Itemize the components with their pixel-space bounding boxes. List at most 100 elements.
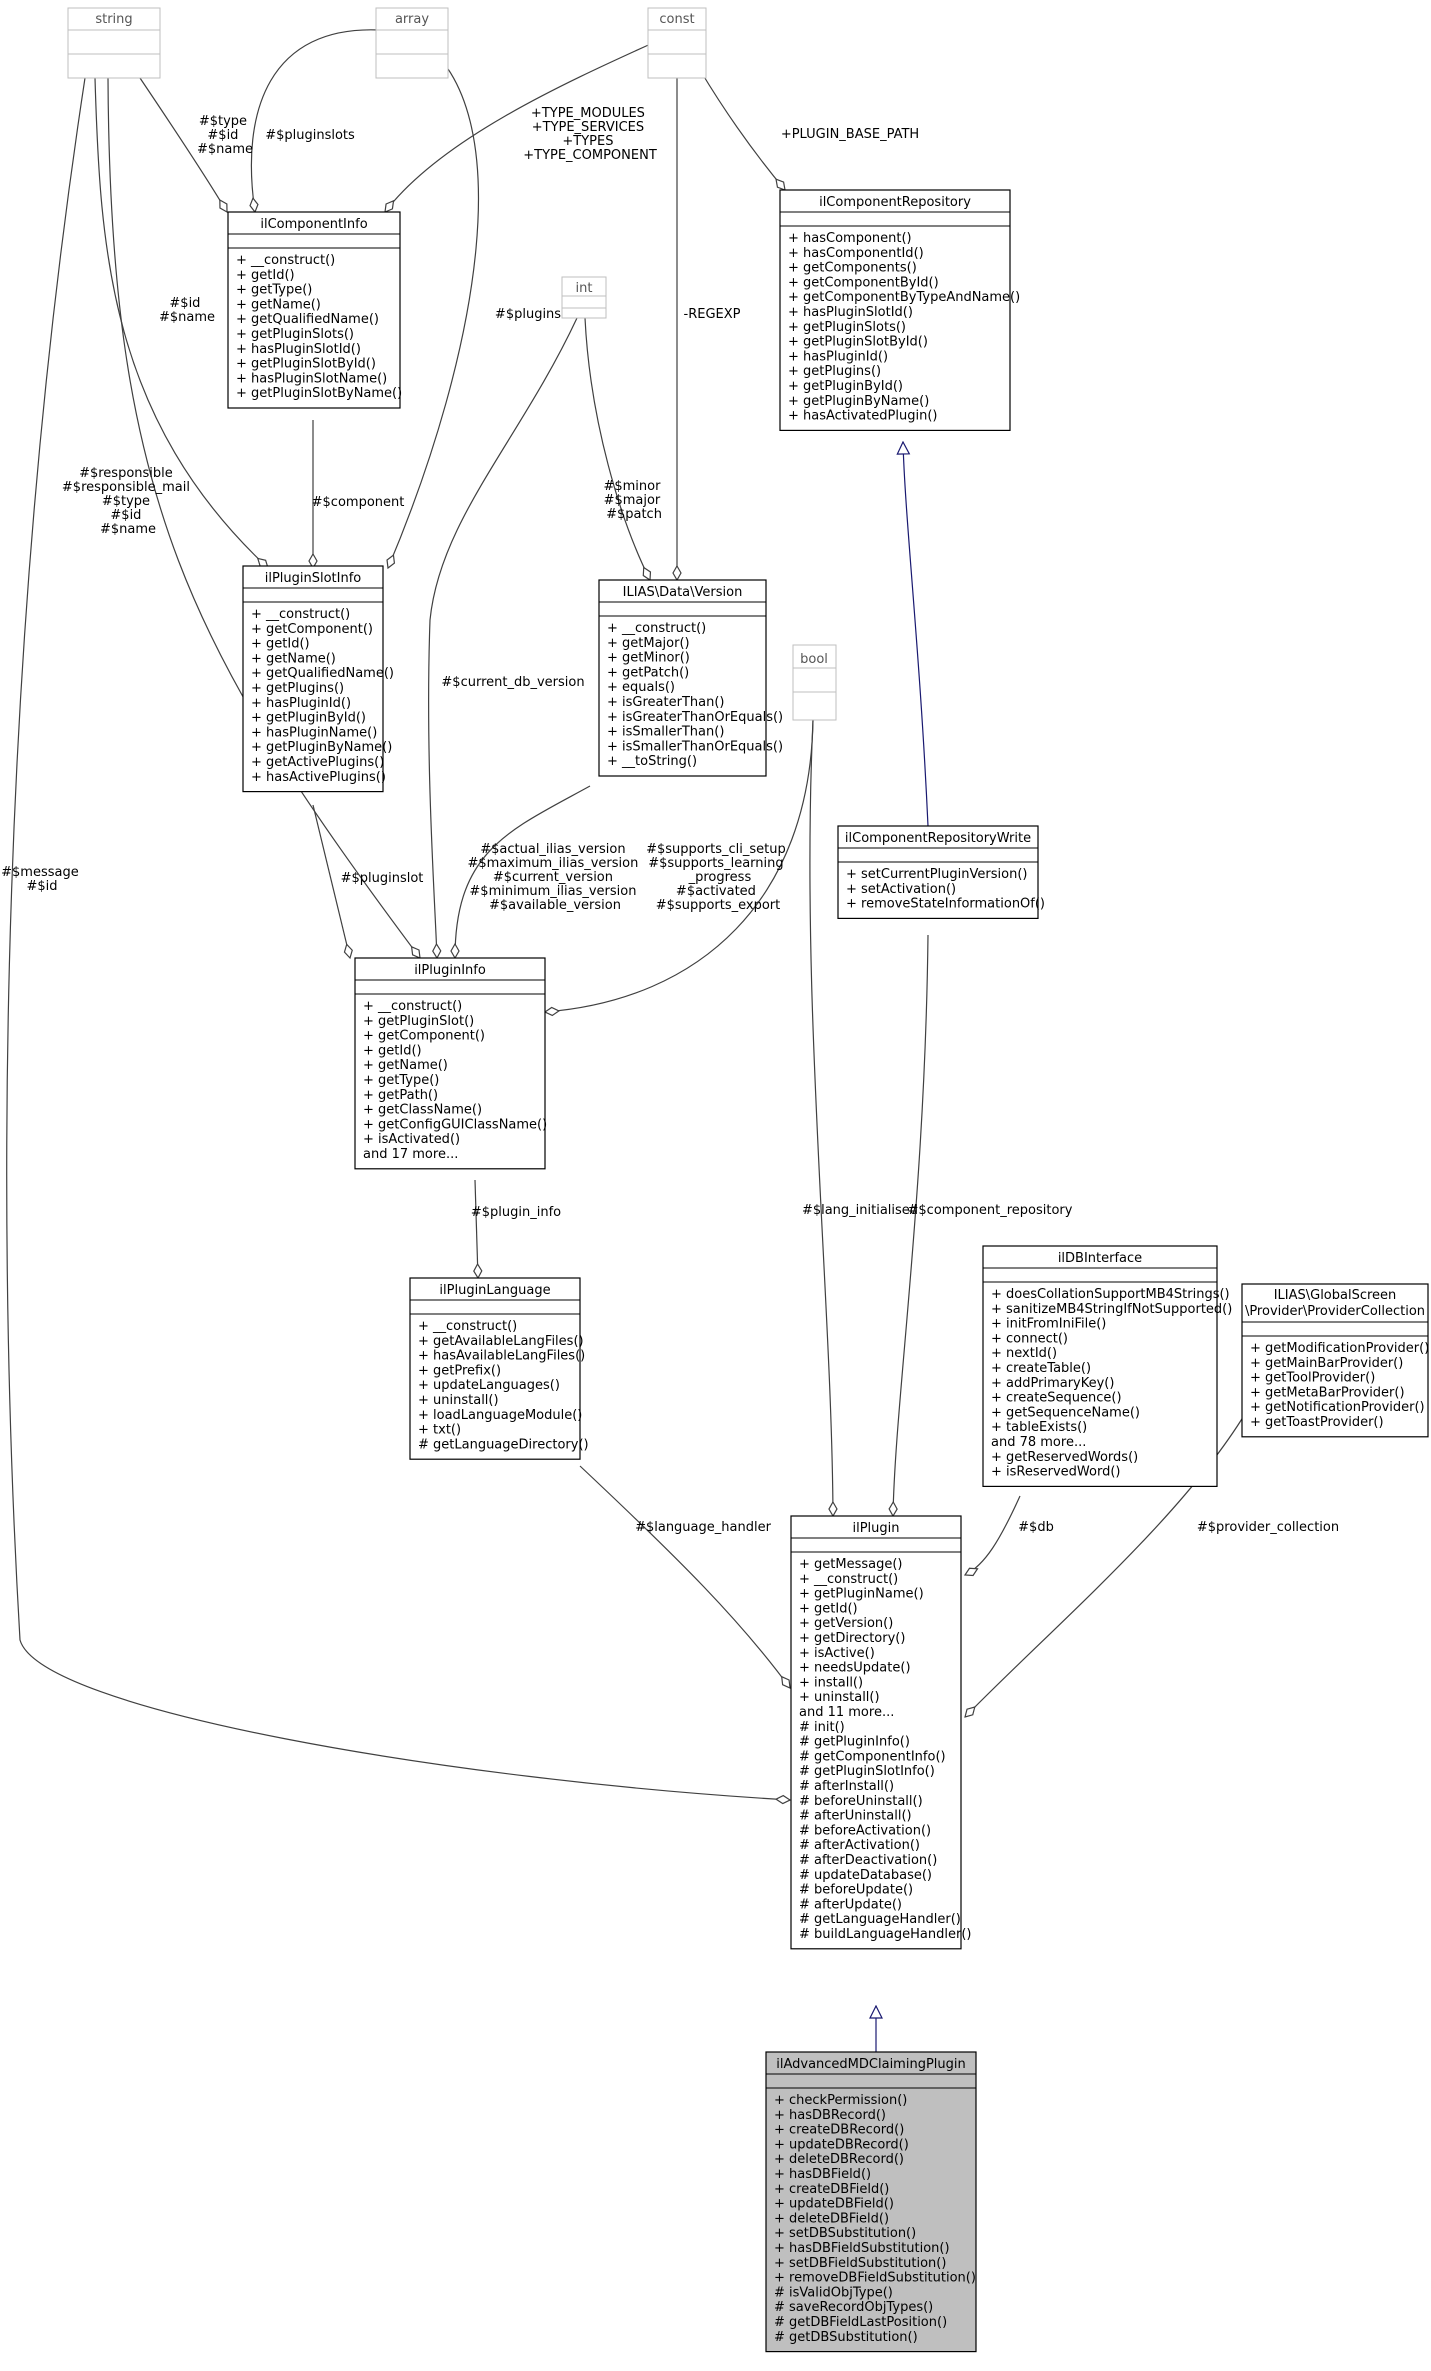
class-method: # getDBSubstitution() <box>774 2330 918 2345</box>
class-method: + getType() <box>363 1073 439 1088</box>
class-title: ILIAS\Data\Version <box>623 585 743 600</box>
class-ilComponentRepository: ilComponentRepository+ hasComponent()+ h… <box>779 189 1020 431</box>
class-method: + removeStateInformationOf() <box>846 897 1045 912</box>
class-method: + __construct() <box>363 999 462 1014</box>
class-title: ilComponentInfo <box>260 217 367 232</box>
class-title: ilPlugin <box>852 1521 899 1536</box>
class-method: + getComponent() <box>363 1029 485 1044</box>
class-method: + getType() <box>236 283 312 298</box>
class-method: + getComponentByTypeAndName() <box>788 290 1020 305</box>
class-title: ilPluginSlotInfo <box>265 571 362 586</box>
class-method: + getPatch() <box>607 665 689 680</box>
class-title: ILIAS\GlobalScreen <box>1274 1288 1397 1303</box>
class-method: + __toString() <box>607 754 697 769</box>
class-method: + getId() <box>363 1043 422 1058</box>
class-method: # updateDatabase() <box>799 1868 932 1883</box>
class-method: # getLanguageHandler() <box>799 1912 961 1927</box>
class-method: + getComponent() <box>251 622 373 637</box>
class-method: + updateDBField() <box>774 2197 894 2212</box>
class-method: + __construct() <box>799 1572 898 1587</box>
class-method: + hasDBFieldSubstitution() <box>774 2241 950 2256</box>
class-method: and 17 more... <box>363 1147 458 1162</box>
class-method: + getMessage() <box>799 1557 903 1572</box>
label-string-slotinfo: #$id #$name <box>159 296 215 325</box>
class-method: + getMetaBarProvider() <box>1250 1385 1405 1400</box>
label-int-plugininfo-plugins: #$plugins <box>495 307 561 322</box>
class-method: + hasPluginSlotId() <box>788 305 913 320</box>
class-method: + getMainBarProvider() <box>1250 1356 1403 1371</box>
class-method: + getQualifiedName() <box>251 666 394 681</box>
label-componentinfo-slotinfo: #$component <box>312 495 405 510</box>
class-method: + getPluginSlots() <box>236 327 354 342</box>
class-method: # buildLanguageHandler() <box>799 1927 971 1942</box>
class-method: + getMajor() <box>607 636 690 651</box>
class-ilPluginInfo: ilPluginInfo + __construct()+ getPluginSl… <box>354 957 547 1170</box>
class-method: + initFromIniFile() <box>991 1317 1106 1332</box>
edge-const-componentinfo <box>385 41 656 212</box>
class-method: + isGreaterThan() <box>607 695 724 710</box>
class-method: + getClassName() <box>363 1103 482 1118</box>
class-method: + isGreaterThanOrEquals() <box>607 710 783 725</box>
label-slotinfo-plugininfo: #$pluginslot <box>341 871 424 886</box>
class-ilDBInterface: ilDBInterface+ doesCollationSupportMB4St… <box>982 1245 1232 1487</box>
class-method: + hasDBRecord() <box>774 2108 886 2123</box>
class-method: + addPrimaryKey() <box>991 1376 1114 1391</box>
class-method: + getId() <box>236 268 295 283</box>
edge-array-slotinfo <box>388 39 480 568</box>
class-method: + hasAvailableLangFiles() <box>418 1349 585 1364</box>
class-method: + createDBField() <box>774 2182 889 2197</box>
class-title: array <box>395 12 429 27</box>
label-string-plugininfo: #$responsible #$responsible_mail #$type … <box>62 466 194 537</box>
class-method: + getPluginById() <box>788 379 903 394</box>
class-const: const <box>647 7 707 79</box>
class-method: + uninstall() <box>799 1690 880 1705</box>
class-method: + sanitizeMB4StringIfNotSupported() <box>991 1302 1232 1317</box>
class-method: + __construct() <box>607 621 706 636</box>
class-method: + getPluginSlot() <box>363 1014 474 1029</box>
class-method: + hasPluginId() <box>251 696 351 711</box>
class-method: + hasPluginId() <box>788 349 888 364</box>
class-ilComponentInfo: ilComponentInfo+ __construct()+ getId()+… <box>227 211 402 409</box>
class-array: array <box>375 7 449 79</box>
edge-array-componentinfo <box>251 29 381 212</box>
class-Version: ILIAS\Data\Version + __construct()+ getMa… <box>598 579 783 777</box>
label-bool-plugininfo: #$supports_cli_setup #$supports_learning… <box>646 842 790 913</box>
class-ilPluginLanguage: ilPluginLanguage+ __construct()+ getAvai… <box>409 1277 589 1460</box>
class-title: ilPluginInfo <box>414 963 486 978</box>
class-title: string <box>95 12 132 27</box>
edge-version-plugininfo <box>455 785 591 958</box>
class-method: + getActivePlugins() <box>251 755 384 770</box>
class-method: + getPlugins() <box>251 681 344 696</box>
class-method: + getName() <box>236 297 321 312</box>
class-method: + uninstall() <box>418 1393 499 1408</box>
edge-bool-plugininfo <box>545 719 814 1012</box>
class-method: + isSmallerThan() <box>607 725 724 740</box>
label-const-repository: +PLUGIN_BASE_PATH <box>781 127 919 142</box>
class-ilPlugin: ilPlugin + getMessage()+ __construct() + g… <box>790 1515 971 1950</box>
class-title: ilPluginLanguage <box>439 1283 550 1298</box>
class-method: + getModificationProvider() <box>1250 1341 1429 1356</box>
edge-int-version <box>584 317 650 580</box>
label-plugininfo-language: #$plugin_info <box>471 1205 561 1220</box>
class-method: + getToastProvider() <box>1250 1415 1384 1430</box>
class-method: and 11 more... <box>799 1705 894 1720</box>
class-method: # getDBFieldLastPosition() <box>774 2315 947 2330</box>
edge-int-plugininfo <box>428 317 578 958</box>
class-method: + __construct() <box>236 253 335 268</box>
class-method: + getToolProvider() <box>1250 1371 1375 1386</box>
class-method: + txt() <box>418 1423 461 1438</box>
class-method: + getPluginSlotById() <box>236 357 376 372</box>
class-method: + hasDBField() <box>774 2167 871 2182</box>
edge-plugininfo-language <box>475 1179 478 1278</box>
edge-language-plugin <box>579 1465 790 1688</box>
class-method: # beforeUninstall() <box>799 1794 923 1809</box>
class-method: + getDirectory() <box>799 1631 905 1646</box>
class-method: + getPrefix() <box>418 1363 501 1378</box>
class-method: + hasPluginName() <box>251 725 377 740</box>
label-const-componentinfo: +TYPE_MODULES +TYPE_SERVICES +TYPES +TYP… <box>523 106 657 163</box>
class-method: + doesCollationSupportMB4Strings() <box>991 1287 1230 1302</box>
label-db-plugin: #$db <box>1018 1520 1054 1535</box>
class-method: + setDBFieldSubstitution() <box>774 2256 946 2271</box>
edge-repowrite-plugin <box>893 934 929 1516</box>
class-method: # saveRecordObjTypes() <box>774 2300 933 2315</box>
